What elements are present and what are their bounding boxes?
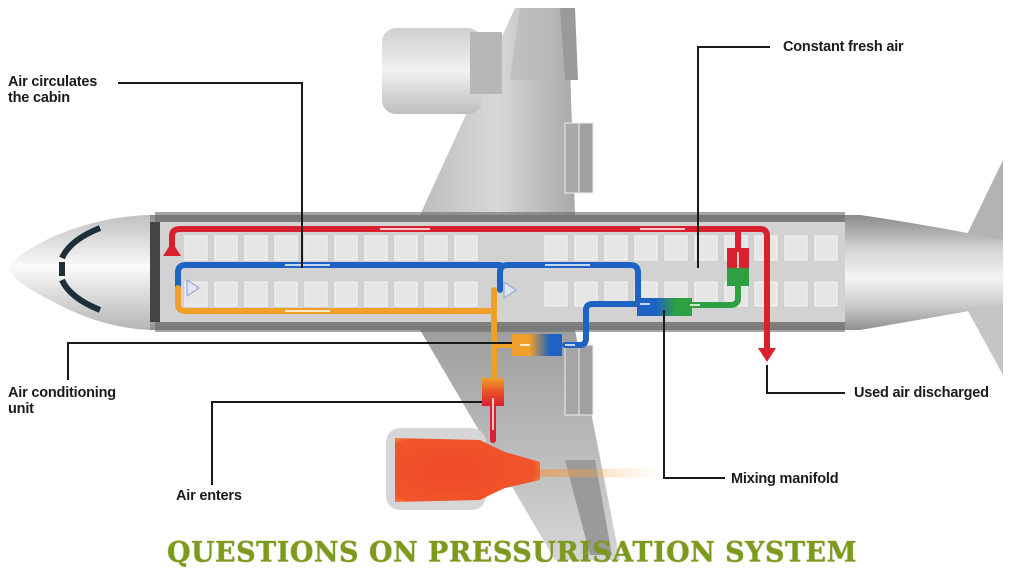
air-inlet-unit: [482, 378, 504, 406]
lower-spoiler-2: [578, 344, 594, 416]
page-title: QUESTIONS ON PRESSURISATION SYSTEM: [166, 536, 858, 569]
vent-arrow-icon: [186, 279, 200, 297]
seat: [664, 235, 688, 261]
label-air-conditioning-unit: Air conditioning unit: [8, 385, 116, 417]
leader-air-enters: [211, 401, 482, 485]
hot-air-duct: [169, 226, 770, 351]
lower-wing: [420, 330, 620, 560]
seat: [244, 235, 268, 261]
fresh-air-duct: [687, 280, 741, 308]
seat: [574, 235, 598, 261]
down-arrow-icon: [758, 348, 776, 362]
seat: [814, 281, 838, 307]
lower-spoiler: [564, 344, 580, 416]
seat: [544, 235, 568, 261]
label-used-air-discharged: Used air discharged: [854, 385, 989, 401]
vent-arrow-icon: [503, 281, 517, 299]
air-ducts: [169, 226, 770, 443]
seat: [394, 235, 418, 261]
cockpit-bulkhead: [150, 222, 160, 322]
upper-spoiler-2: [578, 122, 594, 194]
seat: [364, 281, 388, 307]
seat: [244, 281, 268, 307]
seat: [544, 281, 568, 307]
engine-heat: [395, 438, 540, 502]
upper-spoiler: [564, 122, 580, 194]
cockpit-window-upper: [59, 225, 102, 260]
seat: [214, 281, 238, 307]
seat: [814, 235, 838, 261]
cool-air-supply-duct: [562, 301, 643, 348]
cockpit-window-lower: [59, 278, 102, 313]
upper-aileron: [560, 8, 578, 80]
seat: [394, 281, 418, 307]
lower-engine: [386, 428, 660, 510]
seat: [454, 281, 478, 307]
seat: [334, 281, 358, 307]
seat: [454, 235, 478, 261]
seat: [274, 235, 298, 261]
seat: [304, 235, 328, 261]
seat: [334, 235, 358, 261]
lower-flap: [565, 460, 612, 555]
leader-air-conditioning-unit: [67, 342, 512, 380]
label-air-enters: Air enters: [176, 488, 242, 504]
cool-air-cabin-duct: [175, 262, 503, 291]
upper-engine-nacelle: [382, 28, 482, 114]
fuselage-bottom-frame: [155, 322, 845, 332]
upper-engine-pylon: [470, 32, 502, 94]
seat: [424, 281, 448, 307]
label-constant-fresh-air: Constant fresh air: [783, 39, 904, 55]
upper-flap: [510, 8, 555, 80]
air-conditioning-unit: [512, 334, 562, 356]
upper-engine: [382, 28, 502, 114]
seat: [784, 281, 808, 307]
seat: [424, 235, 448, 261]
leader-constant-fresh-air: [697, 46, 770, 268]
seat: [184, 235, 208, 261]
tail-upper-stabilizer: [962, 160, 1003, 245]
tail: [962, 160, 1003, 375]
up-arrow-icon: [163, 242, 181, 256]
seat: [304, 281, 328, 307]
seat: [274, 281, 298, 307]
leader-used-air-discharged: [766, 365, 845, 394]
upper-wing: [420, 8, 594, 215]
label-air-circulates-cabin: Air circulates the cabin: [8, 74, 98, 106]
flow-indicators: [285, 228, 739, 430]
nose-cone: [10, 215, 150, 330]
seat: [634, 235, 658, 261]
seat-rows: [184, 235, 838, 307]
tail-lower-stabilizer: [962, 300, 1003, 375]
leader-air-circulates: [118, 82, 303, 268]
seat: [214, 235, 238, 261]
seat: [604, 235, 628, 261]
fuselage-top-frame: [155, 212, 845, 222]
seat: [694, 235, 718, 261]
mixing-manifold: [637, 298, 692, 316]
leader-mixing-manifold: [663, 310, 725, 479]
seat: [364, 235, 388, 261]
seat: [784, 235, 808, 261]
label-mixing-manifold: Mixing manifold: [731, 471, 839, 487]
callout-lines: [67, 46, 845, 485]
